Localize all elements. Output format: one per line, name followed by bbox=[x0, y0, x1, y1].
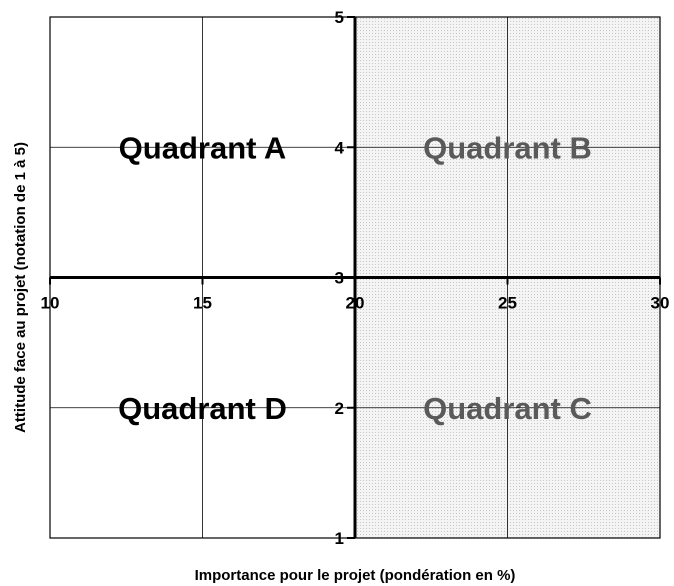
y-tick-label: 2 bbox=[335, 399, 344, 418]
quadrant-label: Quadrant B bbox=[423, 130, 592, 165]
y-tick-label: 5 bbox=[335, 8, 344, 27]
y-tick-label: 1 bbox=[335, 529, 344, 548]
quadrant-label: Quadrant D bbox=[118, 391, 287, 426]
x-tick-label: 10 bbox=[41, 294, 60, 313]
x-tick-label: 30 bbox=[651, 294, 670, 313]
quadrant-label: Quadrant A bbox=[119, 130, 287, 165]
y-axis-title: Attitude face au projet (notation de 1 à… bbox=[12, 142, 29, 433]
x-tick-label: 20 bbox=[346, 294, 365, 313]
x-axis-title: Importance pour le projet (pondération e… bbox=[195, 567, 516, 584]
quadrant-label: Quadrant C bbox=[423, 391, 592, 426]
x-tick-label: 25 bbox=[498, 294, 517, 313]
y-tick-label: 4 bbox=[335, 138, 345, 157]
x-tick-label: 15 bbox=[193, 294, 212, 313]
y-tick-label: 3 bbox=[335, 269, 344, 288]
